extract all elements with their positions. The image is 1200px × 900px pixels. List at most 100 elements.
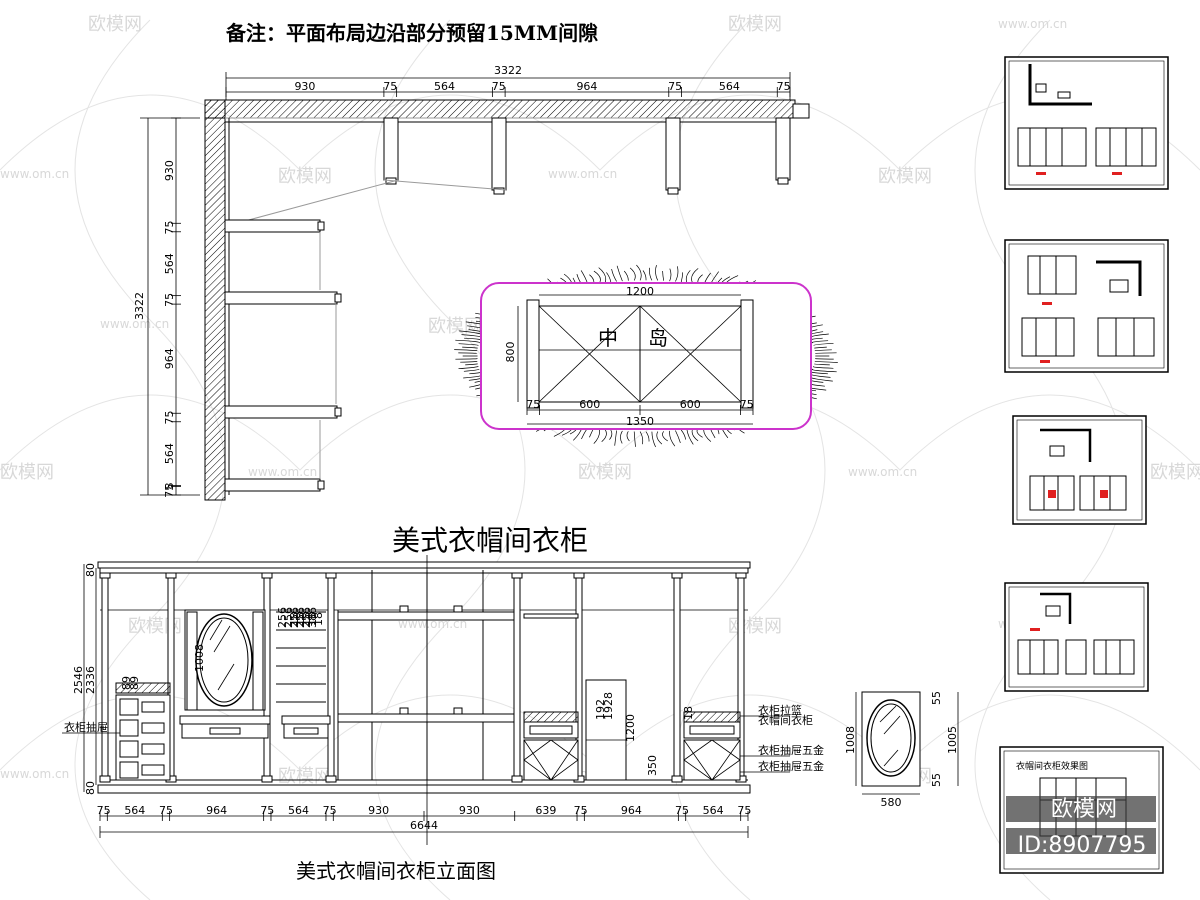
elevation-total-width: 6644 — [410, 819, 438, 832]
watermark-brand: 欧模网 — [278, 766, 332, 787]
mid-dim-1: 1200 — [624, 714, 637, 742]
watermark-site: www.om.cn — [548, 167, 617, 181]
island-bottom-segment: 75 — [526, 398, 540, 411]
accessory-unit: 192 1928 1200 350 — [585, 679, 659, 781]
plan-left-segment: 8 — [163, 483, 176, 490]
elevation-height-inner: 2336 — [84, 666, 97, 694]
watermark-brand: 欧模网 — [728, 14, 782, 35]
plan-left-segment: 930 — [163, 160, 176, 181]
watermark-brand-large: 欧模网 — [1051, 797, 1117, 822]
watermark-site: www.om.cn — [998, 17, 1067, 31]
thumbnail-5-title: 衣帽间衣柜效果图 — [1016, 760, 1088, 772]
island-label-1: 中 — [598, 326, 618, 350]
elevation-bottom-segment: 964 — [621, 804, 642, 817]
column-base — [671, 775, 683, 783]
elevation-bottom-segment: 964 — [206, 804, 227, 817]
wall-top — [204, 99, 796, 119]
island-bottom-segment: 75 — [740, 398, 754, 411]
plan-top-segment: 564 — [719, 80, 740, 93]
elevation-bottom-segment: 930 — [459, 804, 480, 817]
shelf-dim: 18 — [300, 612, 313, 626]
shelf-dim: 256 — [288, 607, 301, 628]
thumbnail-sheet-5[interactable]: 衣帽间衣柜效果图 欧模网 ID:8907795 — [999, 746, 1164, 874]
shelf-dim: 256 — [300, 607, 313, 628]
elevation-bottom-segment: 930 — [368, 804, 389, 817]
thumbnail-sheet-4[interactable] — [1004, 582, 1149, 692]
plan-top-total: 3322 — [494, 64, 522, 77]
plan-left-total: 3322 — [133, 292, 146, 320]
base-height: 80 — [84, 781, 97, 795]
thumbnail-sheet-1[interactable] — [1004, 56, 1169, 190]
shelf-dim: 256 — [276, 607, 289, 628]
mirror-detail-bottom: 55 — [930, 773, 943, 787]
column-base — [325, 775, 337, 783]
island-bottom-segment: 600 — [680, 398, 701, 411]
shelf-dim: 256 — [282, 607, 295, 628]
island-depth: 800 — [504, 342, 517, 363]
wall-end — [792, 103, 810, 119]
mirror-detail-height: 1008 — [844, 726, 857, 754]
watermark-site: www.om.cn — [248, 465, 317, 479]
shelf-dim: 256 — [294, 607, 307, 628]
layout-note: 备注：平面布局边沿部分预留15MM间隙 — [225, 21, 598, 45]
plan-top-segment: 564 — [434, 80, 455, 93]
watermark-brand: 欧模网 — [578, 462, 632, 483]
thumbnail-sheet-3[interactable] — [1012, 415, 1147, 525]
column-capital — [735, 572, 747, 579]
callout-4: 衣柜抽屉五金 — [758, 743, 824, 757]
id-badge: ID:8907795 — [1018, 833, 1147, 858]
elevation-caption: 美式衣帽间衣柜立面图 — [296, 859, 496, 883]
elevation-bottom-segment: 564 — [288, 804, 309, 817]
watermark-site: www.om.cn — [0, 167, 69, 181]
right-drawer-unit: 18 — [682, 706, 741, 781]
column-base — [511, 775, 523, 783]
elevation-bottom-segment: 75 — [675, 804, 689, 817]
column-shaft — [513, 577, 521, 779]
elevation-bottom-segment: 639 — [535, 804, 556, 817]
column-capital — [261, 572, 273, 579]
vanity-unit: 1008 — [179, 609, 271, 739]
elevation-title: 美式衣帽间衣柜 — [392, 524, 588, 557]
island-overall: 1350 — [626, 415, 654, 428]
shelf-dim: 18 — [294, 612, 307, 626]
drawer-dim-2: 89 — [128, 676, 141, 690]
plan-top-segment: 964 — [576, 80, 597, 93]
column-capital — [671, 572, 683, 579]
watermark-site: www.om.cn — [848, 465, 917, 479]
elevation-bottom-segment: 75 — [97, 804, 111, 817]
left-cabinet-run — [224, 118, 342, 495]
left-drawer-unit: 89 89 — [115, 676, 171, 781]
watermark-brand: 欧模网 — [278, 166, 332, 187]
right-drawer-dim: 18 — [682, 706, 695, 720]
elevation-bottom-segment: 75 — [323, 804, 337, 817]
watermark-brand: 欧模网 — [0, 462, 54, 483]
island-end-right — [740, 299, 754, 409]
elevation-bottom-segment: 564 — [124, 804, 145, 817]
id-badge-bg — [1006, 796, 1156, 822]
column-base — [261, 775, 273, 783]
callout-3: 衣帽间衣柜 — [758, 713, 813, 727]
thumbnail-sheet-2[interactable] — [1004, 239, 1169, 373]
shelf-dim: 18 — [306, 612, 319, 626]
plan-top-segment: 75 — [492, 80, 506, 93]
elevation-bottom-segment: 75 — [260, 804, 274, 817]
column-capital — [165, 572, 177, 579]
mirror-detail: 1008 580 1005 55 55 — [844, 691, 959, 809]
plan-left-segment: 964 — [163, 348, 176, 369]
mirror-height-dim: 1008 — [193, 644, 206, 672]
watermark-brand: 欧模网 — [1150, 462, 1200, 483]
hang-dim: 192 — [594, 699, 607, 720]
plan-top-segment: 930 — [294, 80, 315, 93]
hanging-section — [337, 570, 515, 780]
wall-left — [204, 99, 226, 501]
watermark-brand: 欧模网 — [878, 166, 932, 187]
column-base — [99, 775, 111, 783]
mirror-detail-top: 55 — [930, 691, 943, 705]
column-capital — [325, 572, 337, 579]
watermark-brand: 欧模网 — [728, 616, 782, 637]
